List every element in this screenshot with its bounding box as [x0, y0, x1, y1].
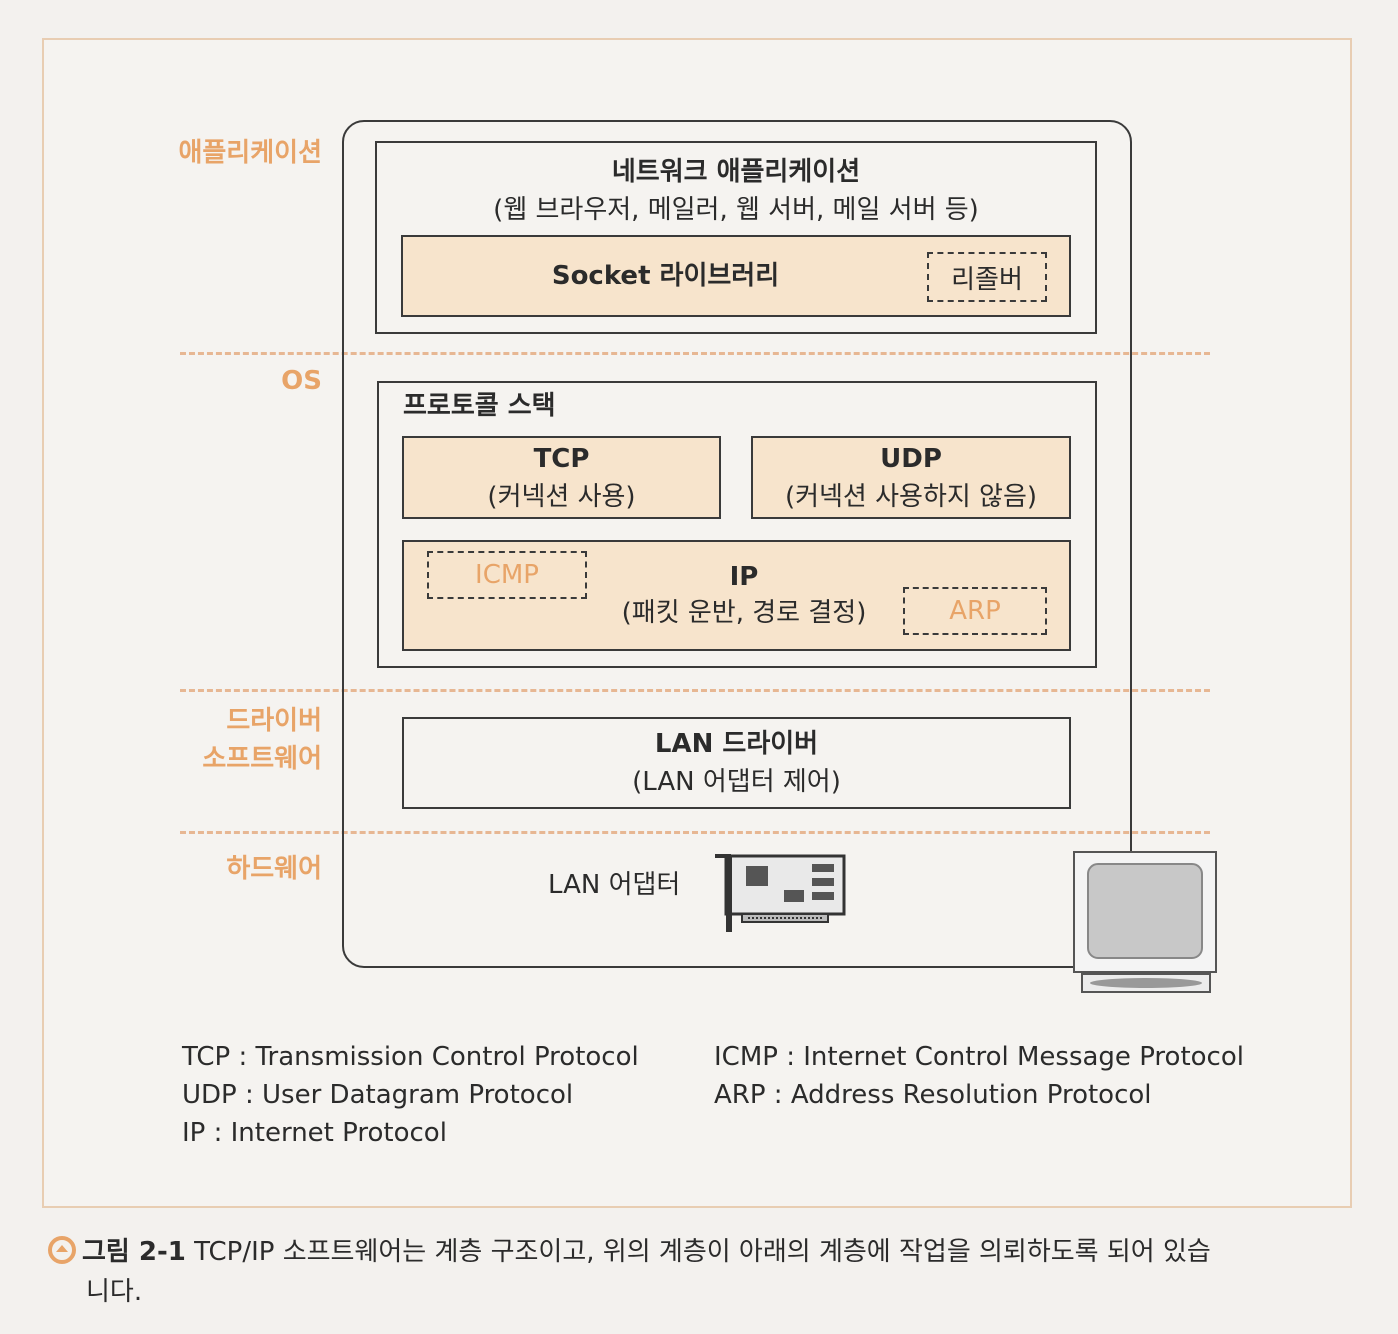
ip-title: IP: [729, 562, 759, 592]
legend-udp: UDP : User Datagram Protocol: [182, 1080, 574, 1110]
separator-os-driver: [180, 689, 1210, 692]
layer-label-os: OS: [281, 366, 322, 396]
resolver-label: 리졸버: [951, 264, 1023, 295]
ip-subtitle: (패킷 운반, 경로 결정): [621, 598, 867, 628]
lan-driver-title: LAN 드라이버: [654, 729, 819, 759]
udp-subtitle: (커넥션 사용하지 않음): [784, 482, 1038, 512]
arp-label: ARP: [949, 596, 1001, 626]
network-application-subtitle: (웹 브라우저, 메일러, 웹 서버, 메일 서버 등): [493, 195, 979, 225]
layer-label-driver-1: 드라이버: [226, 706, 322, 736]
legend-left: TCP : Transmission Control Protocol UDP …: [182, 1038, 639, 1152]
layer-label-application: 애플리케이션: [178, 138, 322, 168]
caption-line-1: TCP/IP 소프트웨어는 계층 구조이고, 위의 계층이 아래의 계층에 작업…: [194, 1237, 1211, 1267]
lan-driver-box: LAN 드라이버 (LAN 어댑터 제어): [402, 717, 1071, 809]
layer-label-hardware: 하드웨어: [226, 854, 322, 884]
tcp-box: TCP (커넥션 사용): [402, 436, 721, 519]
lan-adapter-label: LAN 어댑터: [548, 870, 681, 900]
legend-ip: IP : Internet Protocol: [182, 1118, 447, 1148]
protocol-stack-title: 프로토콜 스택: [403, 391, 556, 421]
separator-app-os: [180, 352, 1210, 355]
icmp-box: ICMP: [427, 551, 587, 599]
arp-box: ARP: [903, 587, 1047, 635]
caption-line-2: 니다.: [86, 1277, 143, 1307]
network-card-icon: [715, 854, 846, 932]
legend-tcp: TCP : Transmission Control Protocol: [182, 1042, 639, 1072]
network-application-title: 네트워크 애플리케이션: [611, 157, 861, 187]
ip-box: IP (패킷 운반, 경로 결정): [402, 540, 1071, 651]
caption-prefix: 그림 2-1: [82, 1237, 186, 1267]
icmp-label: ICMP: [475, 560, 539, 590]
lan-driver-subtitle: (LAN 어댑터 제어): [632, 767, 841, 797]
udp-title: UDP: [880, 444, 942, 474]
socket-library-box: Socket 라이브러리: [401, 235, 1071, 317]
computer-outline: [342, 120, 1132, 968]
tcp-subtitle: (커넥션 사용): [487, 482, 636, 512]
tcp-title: TCP: [533, 444, 590, 474]
udp-box: UDP (커넥션 사용하지 않음): [751, 436, 1071, 519]
legend-icmp: ICMP : Internet Control Message Protocol: [714, 1042, 1244, 1072]
legend-arp: ARP : Address Resolution Protocol: [714, 1080, 1152, 1110]
resolver-box: 리졸버: [927, 252, 1047, 302]
computer-monitor-icon: [1073, 851, 1217, 993]
legend-right: ICMP : Internet Control Message Protocol…: [714, 1038, 1244, 1114]
arrow-up-circle-icon: [48, 1236, 76, 1264]
layer-label-driver-2: 소프트웨어: [202, 744, 322, 774]
separator-driver-hardware: [180, 831, 1210, 834]
figure-caption: 그림 2-1 TCP/IP 소프트웨어는 계층 구조이고, 위의 계층이 아래의…: [48, 1232, 1368, 1312]
socket-library-label: Socket 라이브러리: [551, 261, 780, 291]
